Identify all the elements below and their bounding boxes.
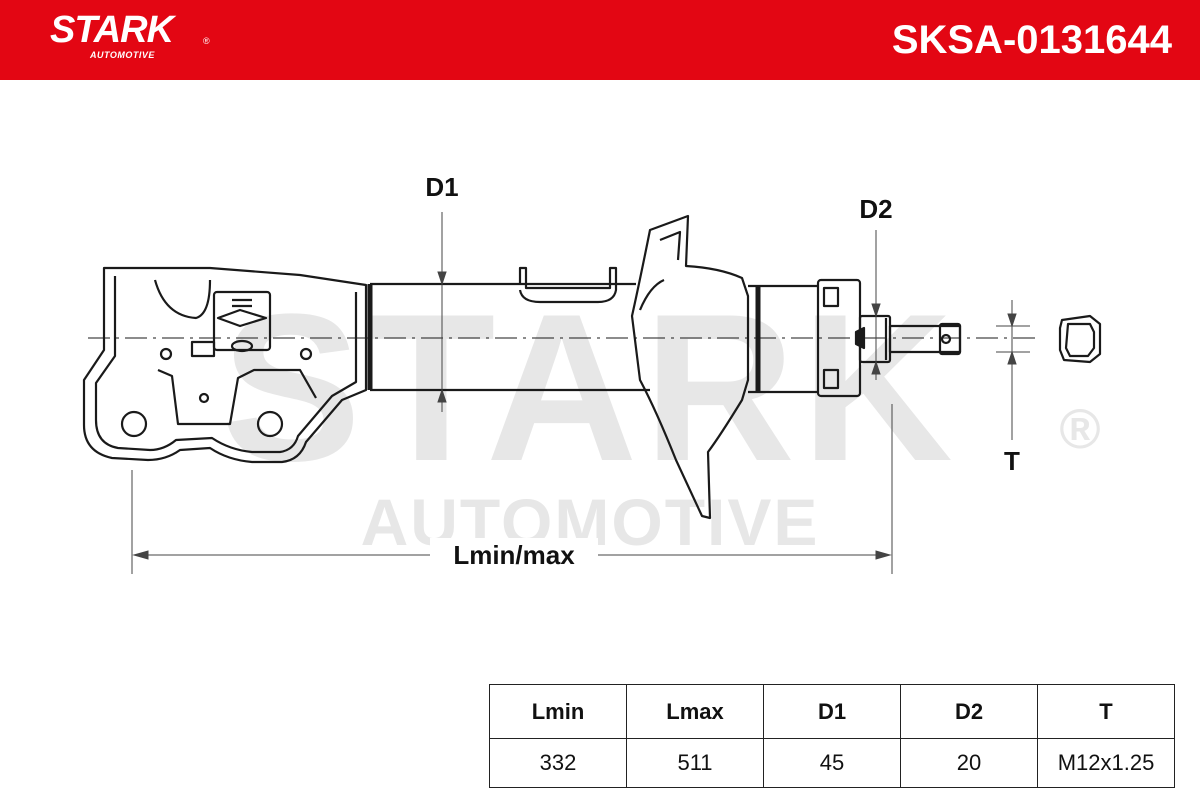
- spec-header-lmin: Lmin: [489, 684, 627, 739]
- part-number: SKSA-0131644: [891, 18, 1172, 62]
- spec-value-row: 332 511 45 20 M12x1.25: [489, 738, 1175, 788]
- top-mount: [816, 278, 962, 398]
- spec-value-t: M12x1.25: [1037, 738, 1175, 788]
- watermark-main: STARK: [221, 270, 959, 505]
- stark-logo: STARK ® AUTOMOTIVE: [50, 9, 210, 60]
- spec-header-t: T: [1037, 684, 1175, 739]
- spec-header-d2: D2: [900, 684, 1038, 739]
- shock-absorber-drawing: STARK AUTOMOTIVE ®: [82, 172, 1102, 574]
- spec-value-d1: 45: [763, 738, 901, 788]
- damper-tube: [367, 266, 650, 392]
- spec-header-d1: D1: [763, 684, 901, 739]
- watermark-registered-mark: ®: [1059, 397, 1100, 460]
- logo-tagline: AUTOMOTIVE: [90, 50, 155, 60]
- spec-value-d2: 20: [900, 738, 1038, 788]
- label-length: Lmin/max: [453, 540, 575, 570]
- label-d2: D2: [859, 194, 892, 224]
- header-bar: STARK ® AUTOMOTIVE SKSA-0131644: [0, 0, 1200, 80]
- logo-registered-mark: ®: [203, 36, 210, 46]
- spec-table: Lmin Lmax D1 D2 T 332 511 45 20 M12x1.25: [489, 684, 1175, 788]
- spec-header-row: Lmin Lmax D1 D2 T: [489, 684, 1175, 739]
- spring-seat: [630, 214, 818, 520]
- logo-wordmark: STARK: [50, 9, 174, 51]
- nut: [1058, 314, 1102, 364]
- label-t: T: [1004, 446, 1020, 476]
- label-d1: D1: [425, 172, 458, 202]
- spec-header-lmax: Lmax: [626, 684, 764, 739]
- watermark: STARK AUTOMOTIVE ®: [221, 270, 1101, 559]
- spec-value-lmin: 332: [489, 738, 627, 788]
- knuckle-bracket: [82, 266, 368, 464]
- spec-value-lmax: 511: [626, 738, 764, 788]
